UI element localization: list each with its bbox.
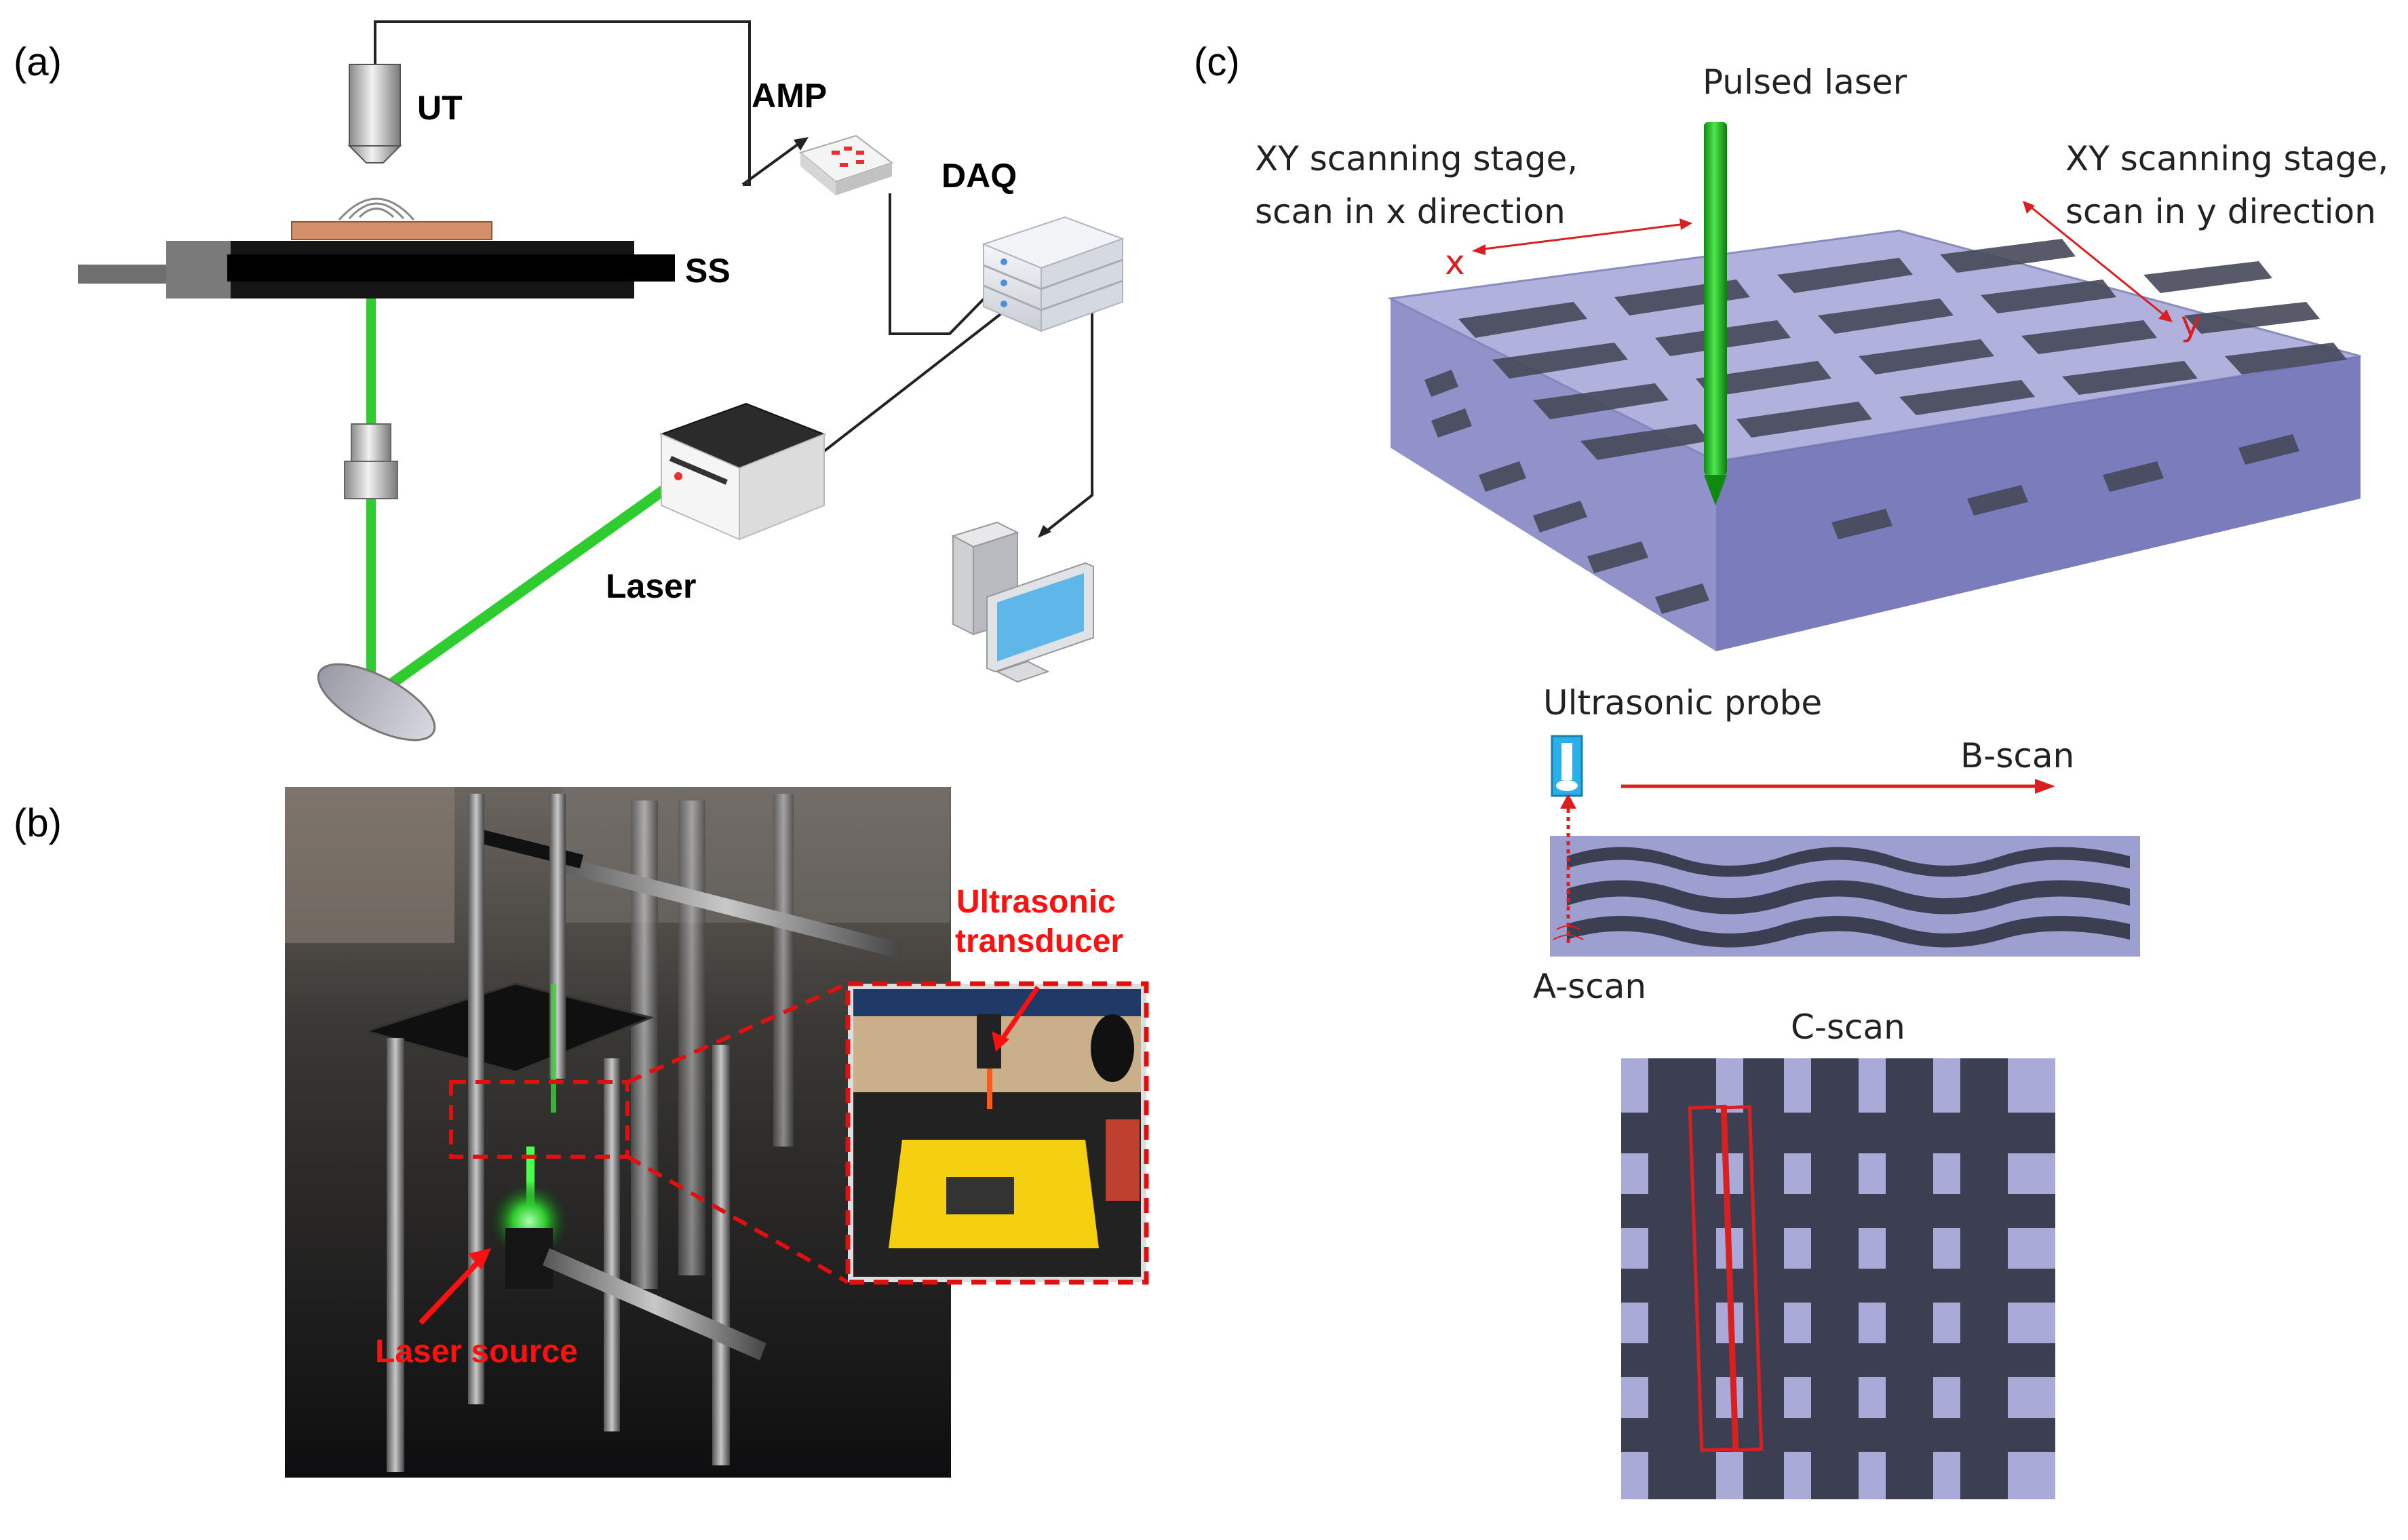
- x-direction-arrow: [1478, 223, 1686, 251]
- mirror-icon: [317, 663, 436, 742]
- photo-top-plate: [362, 982, 655, 1073]
- stage-y-label-1: XY scanning stage,: [2065, 139, 2389, 178]
- ultrasonic-waves-icon: [338, 197, 415, 220]
- pulsed-laser-label: Pulsed laser: [1703, 62, 1907, 102]
- ultrasonic-probe-icon: [1551, 735, 1583, 797]
- laser-unit-icon: [659, 402, 826, 541]
- arrow-ultrasonic-transducer: [998, 986, 1040, 1043]
- wire-amp-arrow: [741, 141, 802, 186]
- c-scan-highlight-box-2: [1720, 1104, 1764, 1452]
- daq-icon: [982, 216, 1125, 332]
- daq-label: DAQ: [941, 157, 1017, 195]
- stage-x-label-2: scan in x direction: [1255, 192, 1566, 231]
- pulsed-laser-beam: [1704, 122, 1727, 505]
- stage-x-label-1: XY scanning stage,: [1255, 139, 1578, 178]
- amp-label: AMP: [752, 77, 828, 115]
- sample-plate: [291, 221, 492, 240]
- objective-lens-icon: [344, 423, 398, 499]
- c-scan-image: [1621, 1058, 2055, 1499]
- panel-c-label: (c): [1194, 40, 1240, 84]
- photo-zoom-box: [449, 1080, 629, 1159]
- ultrasonic-transducer-label-2: transducer: [955, 923, 1124, 959]
- ultrasonic-transducer-label-1: Ultrasonic: [956, 884, 1116, 920]
- wire-laser-daq: [823, 292, 1029, 453]
- y-axis-label: y: [2181, 304, 2201, 343]
- arrow-laser-source: [419, 1256, 484, 1325]
- ut-label: UT: [417, 89, 463, 127]
- arrow-head-amp: [794, 137, 809, 151]
- panel-b-label: (b): [14, 801, 62, 845]
- c-scan-label: C-scan: [1791, 1007, 1905, 1047]
- panel-a-label: (a): [14, 40, 62, 84]
- laser-label: Laser: [606, 567, 697, 605]
- ut-transducer-icon: [347, 64, 402, 163]
- computer-icon: [951, 521, 1094, 683]
- x-axis-label: x: [1445, 243, 1465, 282]
- y-direction-arrow: [2027, 204, 2168, 319]
- ultrasonic-probe-label: Ultrasonic probe: [1543, 683, 1823, 723]
- ss-label: SS: [685, 252, 731, 290]
- wire-amp-daq: [889, 193, 1012, 335]
- c-scan-highlight-box-1: [1688, 1104, 1739, 1452]
- stage-y-label-2: scan in y direction: [2065, 192, 2376, 231]
- b-scan-cross-section: [1550, 794, 2140, 957]
- arrow-head-pc: [1038, 525, 1051, 538]
- composite-block-3d: [1386, 229, 2361, 651]
- amp-icon: [798, 134, 894, 195]
- b-scan-label: B-scan: [1960, 736, 2075, 775]
- laser-beam-diagonal: [376, 470, 688, 697]
- laser-source-label: Laser source: [375, 1334, 578, 1370]
- wire-daq-pc: [1043, 292, 1093, 534]
- wire-ut-amp: [374, 20, 751, 186]
- a-scan-label: A-scan: [1533, 967, 1647, 1006]
- scanning-stage-icon: [78, 241, 675, 299]
